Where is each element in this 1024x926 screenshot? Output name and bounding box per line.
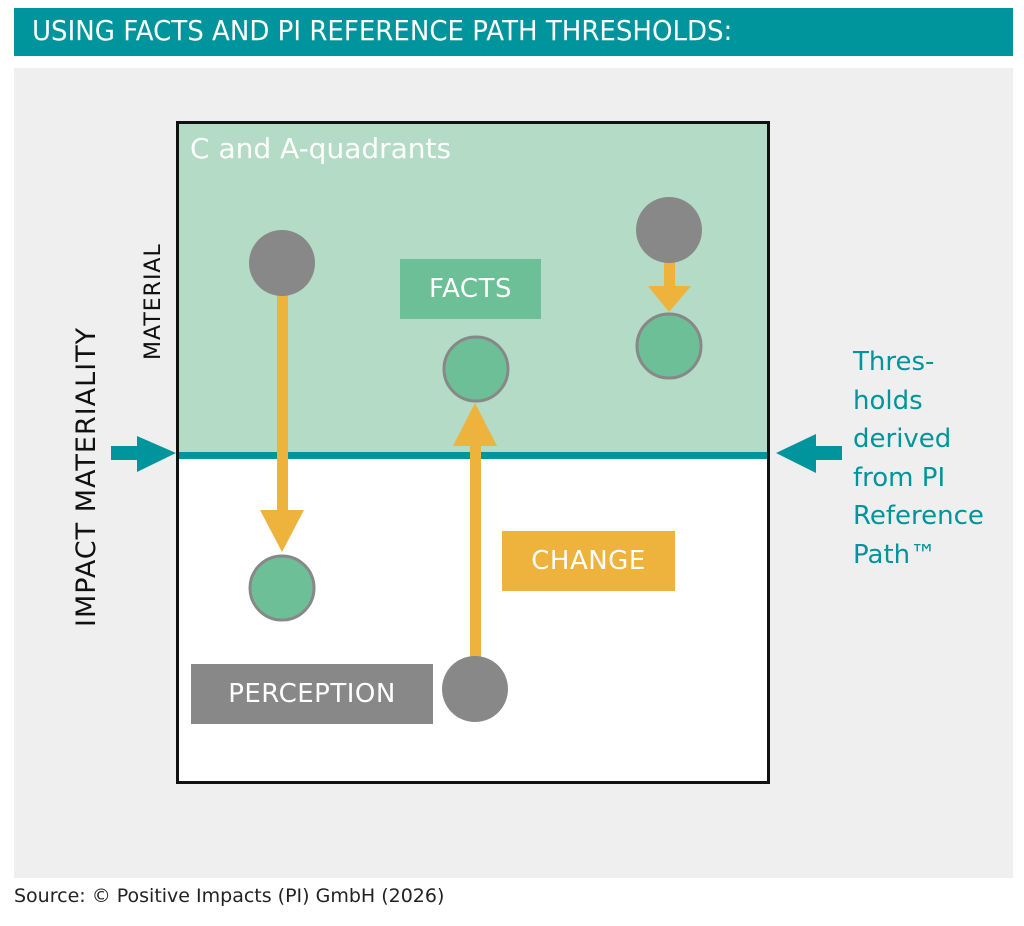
materiality-matrix: C and A-quadrants FACTS CHANGE PERCEPTIO… (176, 121, 770, 784)
perception-tag: PERCEPTION (191, 664, 433, 724)
zone-label: C and A-quadrants (190, 132, 452, 165)
title-bar: USING FACTS AND PI REFERENCE PATH THRESH… (14, 8, 1013, 56)
source-caption: Source: © Positive Impacts (PI) GmbH (20… (14, 885, 445, 907)
threshold-line (179, 452, 767, 459)
page-title: USING FACTS AND PI REFERENCE PATH THRESH… (32, 14, 733, 47)
threshold-note: Thres- holds derived from PI Reference P… (853, 347, 984, 570)
material-label: MATERIAL (141, 243, 166, 360)
facts-tag: FACTS (400, 259, 541, 319)
axis-label-impact-materiality: IMPACT MATERIALITY (71, 326, 102, 627)
change-tag: CHANGE (502, 531, 675, 591)
